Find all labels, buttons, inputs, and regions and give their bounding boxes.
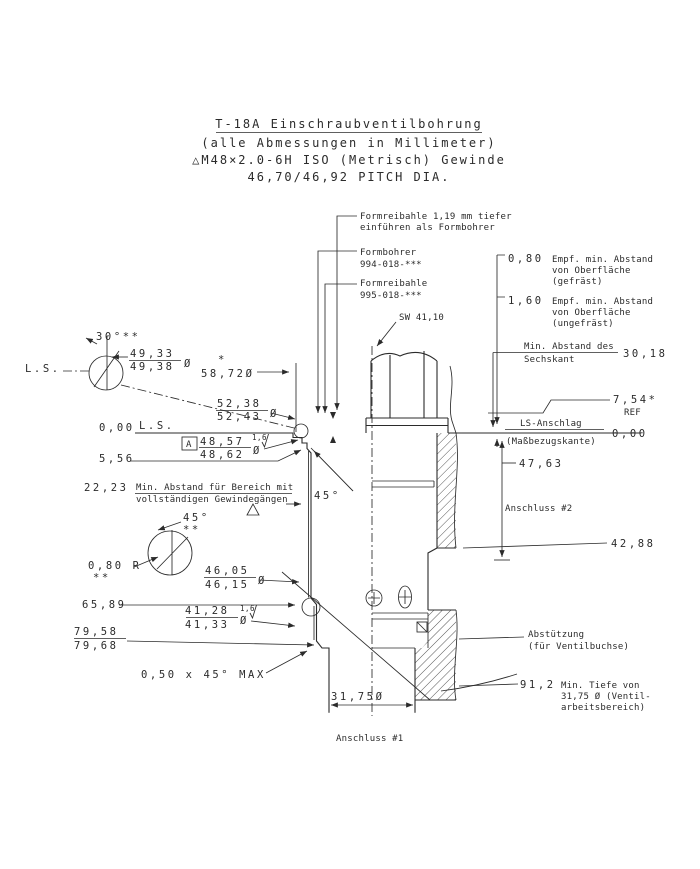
dim-4763: 47,63 bbox=[519, 458, 564, 470]
dim-3175: 31,75Ø bbox=[331, 691, 385, 703]
dia-symbol-2: Ø bbox=[270, 408, 279, 420]
dim-4605: 46,05 bbox=[205, 565, 250, 577]
dim-080: 0,80 bbox=[508, 253, 544, 265]
star-symbol: * bbox=[218, 354, 227, 366]
dim-4288: 42,88 bbox=[611, 538, 656, 550]
dim-000-right: 0,00 bbox=[612, 428, 648, 440]
dim-754-ref: 7,54* bbox=[613, 394, 658, 406]
label-anschluss-2: Anschluss #2 bbox=[505, 504, 572, 514]
dim-080r: 0,80 R bbox=[88, 560, 142, 572]
note-support-1: Abstützung bbox=[528, 630, 584, 640]
dia-symbol: Ø bbox=[184, 358, 193, 370]
note-reamer-deeper-1: Formreibahle 1,19 mm tiefer bbox=[360, 212, 512, 222]
left-dimensions: L.S. 30°** 49,33 49,38 Ø * 58,72Ø 52,38 … bbox=[25, 331, 403, 744]
gdt-symbols bbox=[181, 433, 269, 620]
dim-160: 1,60 bbox=[508, 295, 544, 307]
dim-3018: 30,18 bbox=[623, 348, 668, 360]
note-milled-1: Empf. min. Abstand bbox=[552, 255, 653, 265]
label-ref: REF bbox=[624, 408, 641, 418]
tool-notes: Formreibahle 1,19 mm tiefer einführen al… bbox=[360, 212, 512, 323]
cavity-outline bbox=[135, 363, 330, 712]
label-ls-anschlag: LS-Anschlag bbox=[520, 419, 582, 429]
note-hex-distance-1: Min. Abstand des bbox=[524, 342, 614, 352]
detail-circles bbox=[88, 336, 193, 576]
note-reamer-deeper-2: einführen als Formbohrer bbox=[360, 223, 495, 233]
flag-triangle-icon bbox=[246, 503, 260, 516]
dim-45deg-wall: 45° bbox=[314, 490, 341, 502]
stars-symbol: ** bbox=[183, 524, 201, 536]
note-reamer-1: Formreibahle bbox=[360, 279, 427, 289]
title-units: (alle Abmessungen in Millimeter) bbox=[201, 136, 496, 150]
note-reamer-2: 995-018-*** bbox=[360, 291, 422, 301]
note-min-depth-3: arbeitsbereich) bbox=[561, 703, 645, 713]
note-support-2: (für Ventilbuchse) bbox=[528, 642, 629, 652]
note-drill-2: 994-018-*** bbox=[360, 260, 422, 270]
note-hex-distance-2: Sechskant bbox=[524, 355, 575, 365]
dia-symbol-3: Ø bbox=[253, 445, 262, 457]
dim-4862: 48,62 bbox=[200, 449, 245, 461]
dim-5872: 58,72Ø bbox=[201, 368, 255, 380]
title-pitch-dia: 46,70/46,92 PITCH DIA. bbox=[248, 170, 451, 184]
note-min-depth-2: 31,75 Ø (Ventil- bbox=[561, 691, 651, 702]
note-hex-size: SW 41,10 bbox=[399, 313, 444, 323]
note-milled-2: von Oberfläche bbox=[552, 266, 631, 276]
dim-000-left: 0,00 bbox=[99, 422, 135, 434]
dim-5238: 52,38 bbox=[217, 398, 262, 410]
dim-556: 5,56 bbox=[99, 453, 135, 465]
dim-7958: 79,58 bbox=[74, 626, 119, 638]
dim-4128: 41,28 bbox=[185, 605, 230, 617]
dim-4857: 48,57 bbox=[200, 436, 245, 448]
dia-symbol-5: Ø bbox=[240, 615, 249, 627]
dia-symbol-4: Ø bbox=[258, 575, 267, 587]
note-milled-3: (gefräst) bbox=[552, 277, 603, 287]
cartridge-assembly bbox=[281, 351, 641, 712]
dim-5243: 52,43 bbox=[217, 411, 262, 423]
roughness-16: 1,6 bbox=[252, 433, 267, 442]
note-min-depth-1: Min. Tiefe von bbox=[561, 681, 640, 691]
note-unmilled-1: Empf. min. Abstand bbox=[552, 297, 653, 307]
leader-lines bbox=[74, 215, 618, 713]
dim-912: 91,2 bbox=[520, 679, 556, 691]
dim-4938: 49,38 bbox=[130, 361, 175, 373]
dim-4615: 46,15 bbox=[205, 579, 250, 591]
dim-30deg: 30°** bbox=[96, 331, 141, 343]
right-notes: 0,80 Empf. min. Abstand von Oberfläche (… bbox=[505, 253, 668, 713]
body-hatching bbox=[415, 433, 456, 700]
datum-box bbox=[181, 436, 198, 451]
note-drill-1: Formbohrer bbox=[360, 248, 417, 258]
label-ls-left: L.S. bbox=[25, 363, 61, 375]
roughness-check-icon-2 bbox=[249, 604, 257, 620]
roughness-check-icon bbox=[261, 433, 269, 449]
label-mass-bezugskante: (Maßbezugskante) bbox=[506, 437, 596, 447]
dim-4133: 41,33 bbox=[185, 619, 230, 631]
dim-6589: 65,89 bbox=[82, 599, 127, 611]
dim-2223: 22,23 bbox=[84, 482, 129, 494]
title-thread-spec: △M48×2.0-6H ISO (Metrisch) Gewinde bbox=[192, 153, 506, 167]
dim-45deg-detail: 45° bbox=[183, 512, 210, 524]
dim-4933: 49,33 bbox=[130, 348, 175, 360]
label-anschluss-1: Anschluss #1 bbox=[336, 734, 403, 744]
roughness-16-2: 1,6 bbox=[240, 604, 255, 613]
note-unmilled-2: von Oberfläche bbox=[552, 308, 631, 318]
note-thread-2: vollständigen Gewindegängen bbox=[136, 495, 288, 505]
dim-7968: 79,68 bbox=[74, 640, 119, 652]
centerlines bbox=[63, 346, 373, 716]
dim-chamfer: 0,50 x 45° MAX bbox=[141, 669, 266, 681]
label-ls-mid: L.S. bbox=[139, 420, 175, 432]
stars-symbol-2: ** bbox=[93, 572, 111, 584]
drawing-title: T-18A Einschraubventilbohrung bbox=[215, 117, 483, 131]
title-block: T-18A Einschraubventilbohrung (alle Abme… bbox=[192, 117, 506, 184]
note-unmilled-3: (ungefräst) bbox=[552, 319, 614, 329]
note-thread-1: Min. Abstand für Bereich mit bbox=[136, 483, 293, 493]
datum-a-label: A bbox=[186, 440, 192, 450]
